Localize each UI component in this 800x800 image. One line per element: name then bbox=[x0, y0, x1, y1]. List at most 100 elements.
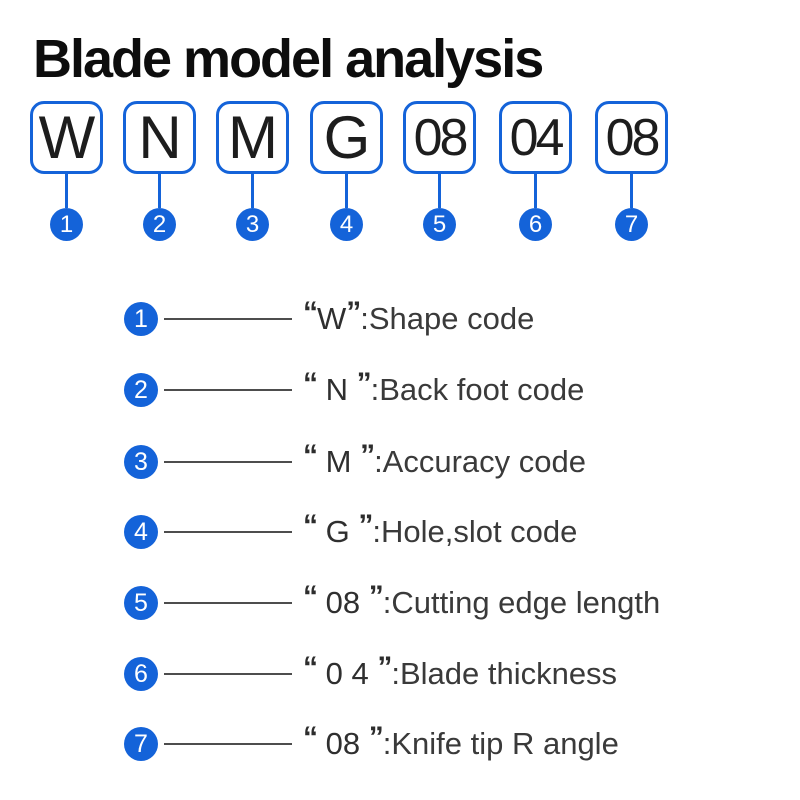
index-badge: 2 bbox=[143, 208, 176, 241]
connector-line bbox=[251, 174, 254, 208]
legend-code: N bbox=[317, 372, 357, 407]
index-badge-number: 5 bbox=[432, 210, 447, 238]
legend-quote-close: ” bbox=[358, 509, 373, 542]
legend-connector-line bbox=[164, 531, 292, 533]
code-unit-2: N 2 bbox=[123, 101, 196, 241]
legend-row: 7 “ 08 ”:Knife tip R angle bbox=[124, 723, 619, 761]
legend-text: “ 08 ”:Cutting edge length bbox=[303, 582, 661, 620]
legend-index-badge: 3 bbox=[124, 445, 158, 479]
legend-index-number: 7 bbox=[134, 729, 148, 758]
index-badge: 6 bbox=[519, 208, 552, 241]
index-badge: 3 bbox=[236, 208, 269, 241]
code-box-value: W bbox=[38, 103, 96, 171]
code-unit-4: G 4 bbox=[310, 101, 383, 241]
legend-description: :Hole,slot code bbox=[372, 514, 578, 549]
code-box-value: 04 bbox=[509, 108, 565, 167]
legend-quote-open: “ bbox=[303, 509, 318, 542]
legend-connector-line bbox=[164, 602, 292, 604]
legend-index-number: 4 bbox=[134, 517, 148, 546]
code-box-value: M bbox=[228, 103, 278, 171]
legend-quote-open: “ bbox=[303, 580, 318, 613]
legend-quote-open: “ bbox=[303, 651, 318, 684]
index-badge-number: 7 bbox=[624, 210, 639, 238]
index-badge: 4 bbox=[330, 208, 363, 241]
legend-connector-line bbox=[164, 743, 292, 745]
legend-row: 6 “ 0 4 ”:Blade thickness bbox=[124, 653, 617, 691]
legend-connector-line bbox=[164, 461, 292, 463]
legend-description: :Cutting edge length bbox=[382, 585, 661, 620]
legend-text: “ G ”:Hole,slot code bbox=[303, 511, 578, 549]
legend-code: 08 bbox=[317, 726, 369, 761]
legend-description: :Accuracy code bbox=[374, 444, 586, 479]
connector-line bbox=[630, 174, 633, 208]
code-box: W bbox=[30, 101, 103, 174]
legend-row: 4 “ G ”:Hole,slot code bbox=[124, 511, 578, 549]
legend-index-badge: 1 bbox=[124, 302, 158, 336]
code-box: 04 bbox=[499, 101, 572, 174]
connector-line bbox=[438, 174, 441, 208]
legend-index-number: 3 bbox=[134, 447, 148, 476]
code-box-value: N bbox=[138, 103, 181, 171]
legend-quote-open: “ bbox=[303, 296, 318, 329]
code-box: N bbox=[123, 101, 196, 174]
index-badge-number: 6 bbox=[528, 210, 543, 238]
connector-line bbox=[65, 174, 68, 208]
connector-line bbox=[534, 174, 537, 208]
code-box: 08 bbox=[403, 101, 476, 174]
legend-row: 3 “ M ”:Accuracy code bbox=[124, 441, 586, 479]
index-badge-number: 3 bbox=[245, 210, 260, 238]
legend-code: M bbox=[317, 444, 361, 479]
code-box: G bbox=[310, 101, 383, 174]
legend-text: “ N ”:Back foot code bbox=[303, 369, 585, 407]
legend-quote-open: “ bbox=[303, 721, 318, 754]
legend-index-badge: 4 bbox=[124, 515, 158, 549]
index-badge-number: 1 bbox=[59, 210, 74, 238]
legend-code: G bbox=[317, 514, 359, 549]
legend-text: “ 0 4 ”:Blade thickness bbox=[303, 653, 617, 691]
legend-index-badge: 5 bbox=[124, 586, 158, 620]
legend-code: 0 4 bbox=[317, 656, 378, 691]
legend-quote-close: ” bbox=[346, 296, 361, 329]
connector-line bbox=[345, 174, 348, 208]
legend-row: 2 “ N ”:Back foot code bbox=[124, 369, 585, 407]
legend-index-badge: 6 bbox=[124, 657, 158, 691]
code-box-value: 08 bbox=[413, 108, 469, 167]
code-unit-6: 04 6 bbox=[499, 101, 572, 241]
index-badge: 5 bbox=[423, 208, 456, 241]
legend-text: “ M ”:Accuracy code bbox=[303, 441, 586, 479]
code-box: 08 bbox=[595, 101, 668, 174]
legend-description: :Shape code bbox=[360, 301, 535, 336]
index-badge: 1 bbox=[50, 208, 83, 241]
legend-quote-close: ” bbox=[377, 651, 392, 684]
legend-text: “W”:Shape code bbox=[303, 298, 535, 336]
index-badge-number: 4 bbox=[339, 210, 354, 238]
legend-connector-line bbox=[164, 318, 292, 320]
legend-quote-close: ” bbox=[360, 439, 375, 472]
code-box: M bbox=[216, 101, 289, 174]
code-box-value: G bbox=[323, 103, 371, 171]
legend-index-number: 6 bbox=[134, 659, 148, 688]
legend-quote-close: ” bbox=[356, 367, 372, 400]
legend-description: :Back foot code bbox=[370, 372, 585, 407]
legend-description: :Knife tip R angle bbox=[382, 726, 619, 761]
code-unit-7: 08 7 bbox=[595, 101, 668, 241]
legend-connector-line bbox=[164, 673, 292, 675]
legend-index-badge: 2 bbox=[124, 373, 158, 407]
code-unit-5: 08 5 bbox=[403, 101, 476, 241]
legend-quote-open: “ bbox=[303, 439, 318, 472]
legend-quote-close: ” bbox=[368, 721, 384, 754]
legend-code: 08 bbox=[317, 585, 369, 620]
legend-row: 1 “W”:Shape code bbox=[124, 298, 535, 336]
legend-text: “ 08 ”:Knife tip R angle bbox=[303, 723, 619, 761]
connector-line bbox=[158, 174, 161, 208]
code-box-value: 08 bbox=[605, 108, 661, 167]
code-unit-1: W 1 bbox=[30, 101, 103, 241]
index-badge: 7 bbox=[615, 208, 648, 241]
legend-quote-open: “ bbox=[303, 367, 318, 400]
legend-index-badge: 7 bbox=[124, 727, 158, 761]
code-unit-3: M 3 bbox=[216, 101, 289, 241]
legend-connector-line bbox=[164, 389, 292, 391]
legend-quote-close: ” bbox=[368, 580, 384, 613]
page-title: Blade model analysis bbox=[33, 29, 544, 89]
